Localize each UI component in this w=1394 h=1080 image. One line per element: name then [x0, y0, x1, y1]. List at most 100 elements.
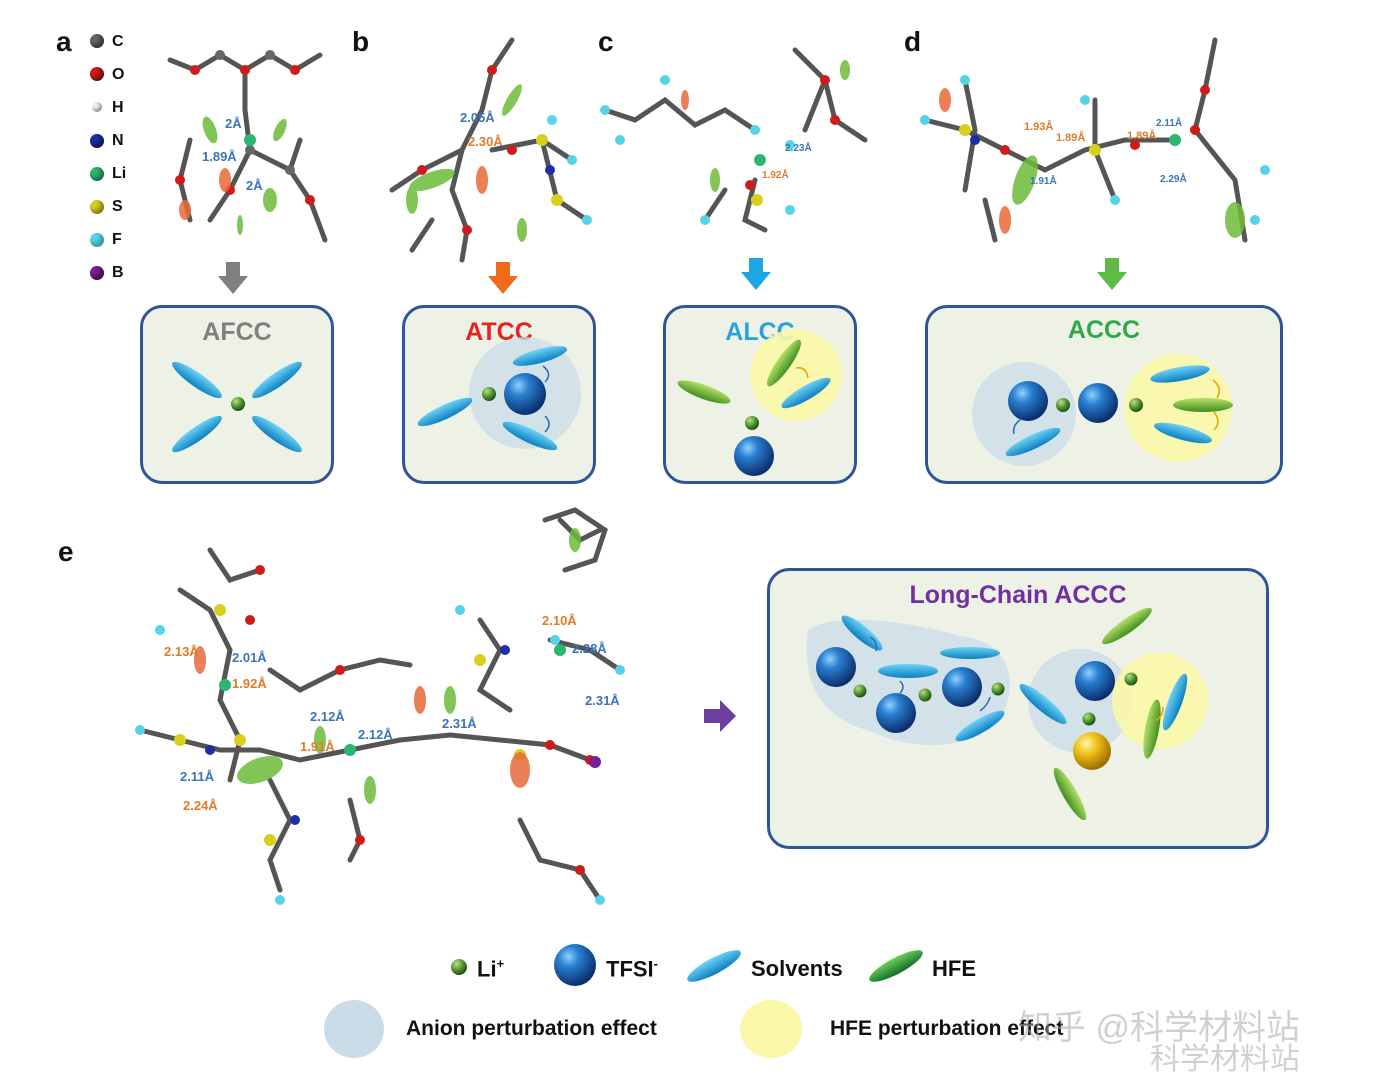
tfsi-legend-label: TFSI-: [606, 956, 659, 982]
panel-label-e: e: [58, 536, 74, 567]
solvent-ellipse: [172, 361, 222, 399]
distance-label: 1.91Å: [300, 739, 335, 754]
distance-label: 2.12Å: [358, 727, 393, 742]
lithium-atom-icon: [90, 167, 104, 181]
distance-label: 1.93Å: [1024, 121, 1054, 133]
watermark-text: 知乎 @科学材料站: [1018, 1009, 1300, 1047]
solvent-ellipse: [878, 664, 938, 678]
li-ion: [991, 682, 1005, 696]
hfe-legend-label: HFE: [932, 956, 976, 981]
tfsi-anion: [1075, 661, 1115, 701]
distance-label: 2.24Å: [183, 798, 218, 813]
distance-label: 1.89Å: [202, 149, 237, 164]
distance-label: 2.13Å: [164, 644, 199, 659]
tfsi-legend-icon: [554, 944, 596, 986]
accc-title: ACCC: [1067, 316, 1141, 344]
distance-label: 2.23Å: [785, 143, 812, 154]
fluorine-atom-icon: [90, 233, 104, 247]
molecule-structure-e: [135, 517, 625, 905]
hfe-perturbation-legend-circle: [740, 1000, 802, 1058]
li-ion: [745, 416, 759, 430]
li-ion-legend-icon: [451, 959, 467, 975]
hfe-ellipse: [1173, 398, 1233, 412]
distance-label: 2.28Å: [572, 641, 607, 656]
tfsi-anion: [816, 647, 856, 687]
li-ion: [853, 684, 867, 698]
solvent-ellipse: [955, 710, 1005, 742]
molecule-structure-b: [389, 37, 592, 263]
li-ion: [918, 688, 932, 702]
boron-atom-icon: [90, 266, 104, 280]
distance-label: 1.91Å: [1030, 176, 1057, 187]
li-ion: [1129, 398, 1143, 412]
solvent-ellipse: [940, 647, 1000, 659]
solvent-ellipse: [1005, 427, 1061, 457]
hfe-ellipse: [677, 380, 731, 404]
hfe-ellipse: [766, 339, 802, 387]
panel-label-b: b: [352, 26, 370, 57]
li-ion: [1082, 712, 1096, 726]
solvent-ellipse: [252, 415, 302, 453]
solvent-ellipse: [1153, 422, 1213, 444]
hfe-ellipse: [1102, 607, 1152, 645]
element-label-n: N: [112, 132, 124, 149]
distance-label: 2.11Å: [1156, 118, 1183, 129]
element-label-b: B: [112, 264, 124, 281]
afcc-box: AFCC: [140, 305, 334, 484]
tfsi-anion: [504, 373, 546, 415]
arrow-down-icon: [218, 262, 248, 294]
arrow-down-icon: [1097, 258, 1127, 290]
hfe-perturbation-halo: [750, 329, 842, 421]
long-chain-accc-box: Long-Chain ACCC: [767, 568, 1269, 849]
solvent-legend-icon: [687, 950, 741, 982]
element-label-o: O: [112, 66, 125, 83]
distance-label: 2.31Å: [442, 716, 477, 731]
hydrogen-atom-icon: [92, 102, 102, 112]
element-label-c: C: [112, 33, 124, 50]
solvent-ellipse: [417, 397, 473, 427]
arrow-down-icon: [741, 258, 771, 290]
solvents-legend-label: Solvents: [751, 956, 843, 981]
element-label-h: H: [112, 99, 124, 116]
element-label-f: F: [112, 231, 122, 248]
li-ion: [1056, 398, 1070, 412]
hfe-ellipse: [1053, 767, 1087, 821]
hfe-perturbation-label: HFE perturbation effect: [830, 1017, 1064, 1040]
atcc-box: ATCC: [402, 305, 596, 484]
distance-label: 2.31Å: [585, 693, 620, 708]
solvent-ellipse: [512, 346, 568, 366]
solvent-ellipse: [781, 377, 831, 409]
element-label-li: Li: [112, 165, 127, 182]
distance-label: 2.12Å: [310, 709, 345, 724]
solvent-ellipse: [172, 415, 222, 453]
distance-label: 2.30Å: [468, 134, 503, 149]
li-legend-label: Li+: [477, 956, 505, 982]
solvent-ellipse: [1162, 673, 1188, 731]
arrow-right-icon: [704, 700, 736, 732]
molecule-fragment-e: [542, 507, 608, 573]
distance-label: 1.92Å: [232, 676, 267, 691]
tfsi-anion: [1078, 383, 1118, 423]
distance-label: 1.92Å: [762, 170, 789, 181]
long-chain-accc-title: Long-Chain ACCC: [909, 581, 1127, 609]
tfsi-anion: [942, 667, 982, 707]
solvent-ellipse: [1019, 683, 1067, 725]
tfsi-anion: [734, 436, 774, 476]
yellow-ball: [1073, 732, 1111, 770]
tfsi-anion: [1008, 381, 1048, 421]
li-ion: [482, 387, 496, 401]
carbon-atom-icon: [90, 34, 104, 48]
sulfur-atom-icon: [90, 200, 104, 214]
element-legend: C O H N Li S F B: [86, 30, 146, 290]
panel-label-a: a: [56, 26, 72, 57]
solvent-ellipse: [502, 421, 558, 451]
panel-label-c: c: [598, 26, 614, 57]
molecule-structure-c: [600, 47, 868, 233]
hfe-ellipse: [1143, 699, 1161, 759]
alcc-box: ALCC: [663, 305, 857, 484]
distance-label: 2.29Å: [1160, 174, 1187, 185]
anion-perturbation-label: Anion perturbation effect: [406, 1017, 657, 1040]
distance-label: 1.89Å: [1127, 130, 1157, 142]
solvent-ellipse: [1150, 365, 1210, 383]
accc-box: ACCC: [925, 305, 1283, 484]
